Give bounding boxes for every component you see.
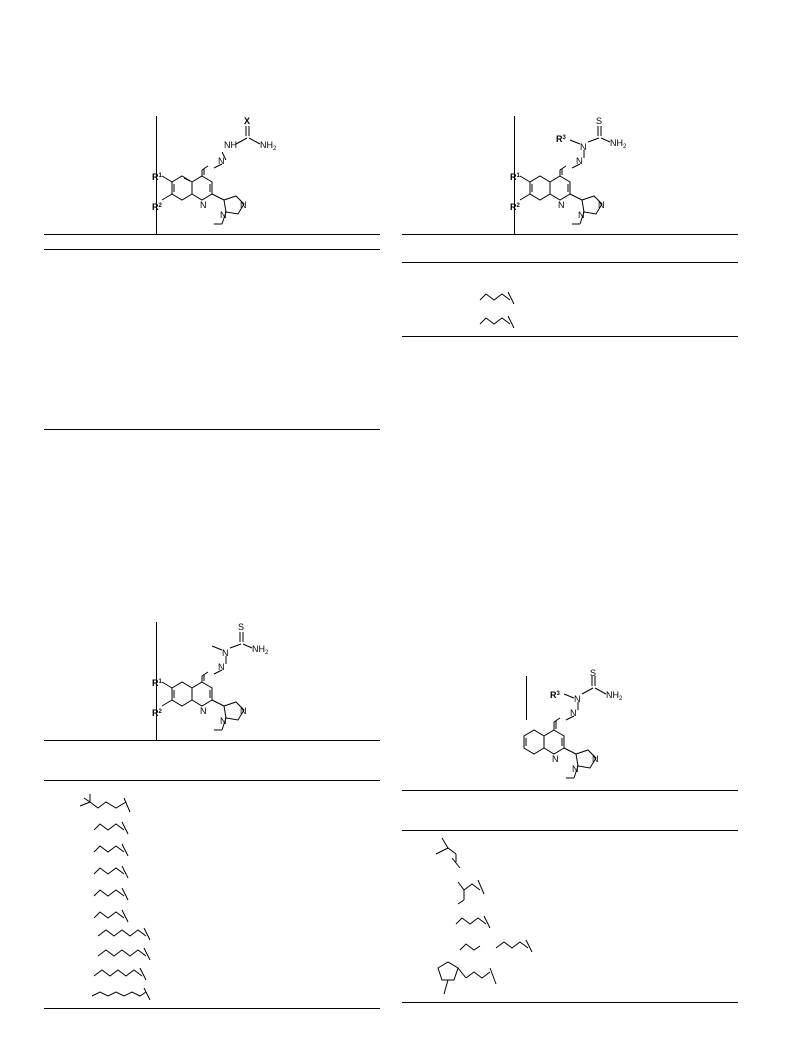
imidazole-n3-label: N [240, 706, 247, 716]
table-top-left: X NH NH2 N R1 R2 N N N [44, 112, 380, 432]
imidazole-n1-label: N [220, 210, 227, 220]
s-atom-label: S [596, 116, 602, 126]
alkyl-substituent-fragment [93, 887, 129, 901]
r3-label: R3 [556, 134, 567, 144]
chemical-structure: X NH NH2 N R1 R2 N N N [152, 116, 277, 225]
alkyl-substituent-fragment [455, 915, 491, 929]
table-bottom-left: S N NH2 N R1 R2 N N N [44, 618, 380, 1014]
r2-label: R2 [152, 202, 163, 212]
quinoline-n-label: N [200, 706, 207, 716]
alkyl-substituent-fragment [479, 315, 515, 329]
nh-label: NH [224, 140, 237, 150]
imidazole-n3-label: N [240, 200, 247, 210]
quinoline-n-label: N [558, 200, 565, 210]
alkyl-substituent-fragment [93, 821, 129, 835]
table-top-rule [44, 234, 380, 235]
pyrrolidine-ethyl-fragment [437, 961, 497, 995]
table-bottom-rule [402, 1002, 738, 1003]
quinoline-n-label: N [200, 200, 207, 210]
imidazole-n3-label: N [592, 754, 599, 764]
imidazole-n1-label: N [572, 764, 579, 774]
alkyl-substituent-fragment [93, 843, 129, 857]
alkyl-substituent-fragment [79, 794, 131, 813]
alkyl-substituent-fragment [93, 909, 129, 923]
table-header-rule [402, 830, 738, 831]
branched-alkyl-fragment [435, 837, 461, 869]
r3-label: R3 [550, 690, 561, 700]
column-divider [526, 676, 527, 720]
n1-label: N [222, 648, 229, 658]
n1-label: N [574, 694, 581, 704]
table-top-rule [44, 740, 380, 741]
r1-label: R1 [152, 678, 163, 688]
r2-label: R2 [152, 708, 163, 718]
alkyl-substituent-fragment [93, 865, 129, 879]
alkyl-substituent-fragment [91, 987, 151, 1001]
table-top-rule [402, 234, 738, 235]
nh2-label: NH2 [606, 690, 623, 702]
table-bottom-rule [402, 336, 738, 337]
x-atom-label: X [244, 116, 250, 126]
table-header-rule [44, 249, 380, 250]
chemical-structure: S N NH2 N R1 R2 N N N [152, 622, 269, 731]
imidazole-n3-label: N [598, 200, 605, 210]
table-top-rule [402, 790, 738, 791]
quinoline-n-label: N [552, 754, 559, 764]
alkyl-substituent-fragment [459, 939, 533, 953]
n2-label: N [576, 156, 583, 166]
nh2-label: NH2 [610, 138, 627, 150]
r2-label: R2 [510, 202, 521, 212]
table-bottom-right: S R3 N NH2 N N N N [402, 668, 738, 1010]
column-divider [156, 116, 157, 234]
n-label: N [218, 156, 225, 166]
imidazole-n1-label: N [578, 210, 585, 220]
nh2-label: NH2 [252, 644, 269, 656]
chemical-structure: S R3 N NH2 N R1 R2 N N N [510, 116, 627, 225]
table-bottom-rule [44, 1008, 380, 1009]
alkyl-substituent-fragment [93, 967, 147, 981]
alkyl-substituent-fragment [97, 927, 151, 941]
imidazole-n1-label: N [220, 716, 227, 726]
s-atom-label: S [590, 668, 596, 678]
nh2-label: NH2 [260, 140, 277, 152]
column-divider [514, 116, 515, 234]
alkyl-substituent-fragment [97, 947, 151, 961]
table-header-rule [44, 780, 380, 781]
s-atom-label: S [238, 622, 244, 632]
chemical-structure: S R3 N NH2 N N N N [523, 668, 623, 779]
column-divider [156, 622, 157, 740]
table-top-right: S R3 N NH2 N R1 R2 N N N [402, 112, 738, 340]
table-bottom-rule [44, 429, 380, 430]
n1-label: N [580, 142, 587, 152]
branched-alkyl-fragment [457, 879, 485, 905]
r1-label: R1 [510, 172, 521, 182]
alkyl-substituent-fragment [479, 291, 515, 305]
r1-label: R1 [152, 172, 163, 182]
n2-label: N [218, 662, 225, 672]
table-header-rule [402, 262, 738, 263]
n2-label: N [570, 708, 577, 718]
